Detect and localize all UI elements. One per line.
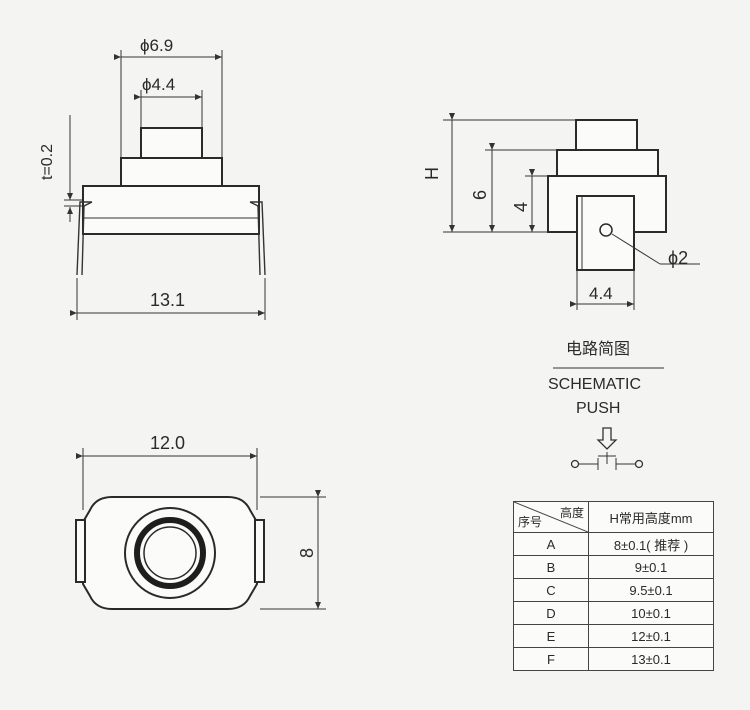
schematic-title-cn: 电路简图 <box>566 340 630 358</box>
row-height: 13±0.1 <box>588 647 714 671</box>
top-view-button-ring <box>134 517 206 589</box>
top-view-left-tab <box>75 519 86 583</box>
table-row: B 9±0.1 <box>513 555 714 579</box>
dim-thickness-label: t=0.2 <box>39 144 56 180</box>
dim-width-label: 13.1 <box>150 290 185 310</box>
row-id: C <box>513 578 589 602</box>
switch-terminal-right <box>634 459 644 469</box>
table-row: C 9.5±0.1 <box>513 578 714 602</box>
row-id: A <box>513 532 589 556</box>
front-view-hole <box>599 223 613 237</box>
schematic-push-label: PUSH <box>576 400 620 417</box>
dim-overall-dia-label: ϕ6.9 <box>140 36 173 55</box>
top-dim-depth-label: 8 <box>297 548 317 558</box>
table-row: F 13±0.1 <box>513 647 714 671</box>
dim-hole-label: ϕ2 <box>668 248 688 268</box>
row-id: D <box>513 601 589 625</box>
dim-cap-dia-label: ϕ4.4 <box>142 75 175 94</box>
row-id: F <box>513 647 589 671</box>
side-view-cap <box>140 127 203 159</box>
front-view-collar <box>556 149 659 177</box>
row-id: E <box>513 624 589 648</box>
top-view-right-tab <box>254 519 265 583</box>
top-dim-width-label: 12.0 <box>150 433 185 453</box>
row-height: 9±0.1 <box>588 555 714 579</box>
dim-pin-width-label: 4.4 <box>589 284 613 303</box>
dim-height-label: H <box>422 167 442 180</box>
front-view: H 6 4 ϕ2 4.4 <box>422 113 700 310</box>
side-view-left-pin <box>76 201 92 276</box>
row-height: 12±0.1 <box>588 624 714 648</box>
top-view: 12.0 8 <box>75 433 326 610</box>
top-view-button-center <box>143 526 197 580</box>
front-view-cap <box>575 119 638 151</box>
dim-six-label: 6 <box>470 190 490 200</box>
push-arrow-icon <box>596 427 618 450</box>
side-view-body <box>82 185 260 235</box>
table-row: D 10±0.1 <box>513 601 714 625</box>
table-header-diagonal-cell: 高度 序号 <box>513 501 589 533</box>
header-common-height: H常用高度mm <box>588 501 714 533</box>
table-header-row: 高度 序号 H常用高度mm <box>513 501 714 533</box>
row-height: 10±0.1 <box>588 601 714 625</box>
row-id: B <box>513 555 589 579</box>
table-row: E 12±0.1 <box>513 624 714 648</box>
header-index-label: 序号 <box>518 515 543 529</box>
top-view-outer-ring <box>124 507 216 599</box>
schematic-title-en: SCHEMATIC <box>548 376 641 393</box>
side-view-collar <box>120 157 223 187</box>
dim-four-label: 4 <box>511 202 531 212</box>
switch-terminal-left <box>570 459 580 469</box>
side-view: ϕ6.9 ϕ4.4 t=0.2 13.1 <box>39 36 266 320</box>
side-view-right-pin <box>250 201 266 276</box>
header-height-label: 高度 <box>559 506 584 520</box>
top-view-body <box>82 496 258 610</box>
height-table: 高度 序号 H常用高度mm A 8±0.1( 推荐 ) B 9±0.1 C 9.… <box>513 501 714 671</box>
table-row: A 8±0.1( 推荐 ) <box>513 532 714 556</box>
row-height: 9.5±0.1 <box>588 578 714 602</box>
schematic: 电路简图 SCHEMATIC PUSH <box>548 340 664 470</box>
row-height: 8±0.1( 推荐 ) <box>588 532 714 556</box>
